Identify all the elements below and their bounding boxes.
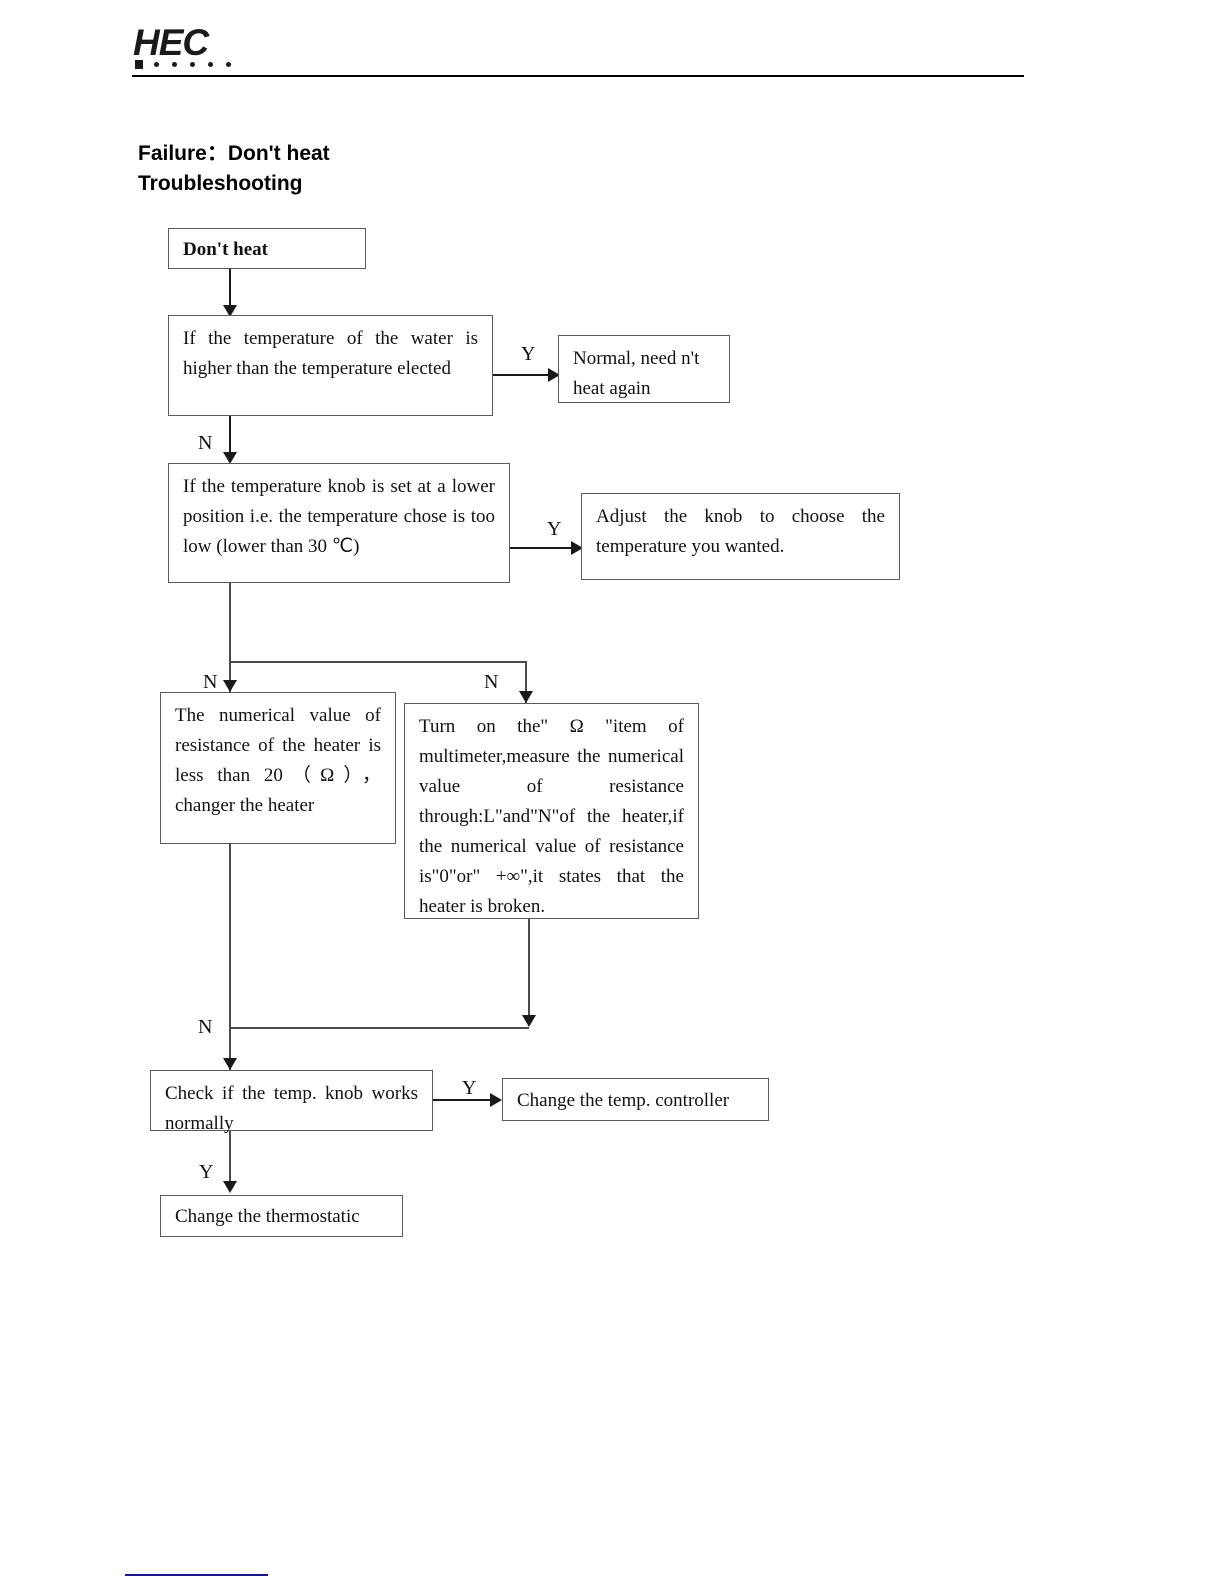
connector-multimeter-down [528, 919, 530, 1021]
node-change-controller: Change the temp. controller [502, 1078, 769, 1121]
node-resistance-low-label: The numerical value of resistance of the… [175, 705, 381, 816]
node-change-controller-label: Change the temp. controller [517, 1089, 730, 1111]
arrowhead-water-yes [548, 368, 560, 382]
logo-dots [135, 60, 241, 69]
node-measure-multimeter-label: Turn on the" Ω "item of multimeter,measu… [419, 716, 684, 917]
node-normal-no-reheat: Normal, need n't heat again [558, 335, 730, 403]
connector-water-no [229, 416, 231, 461]
page-title: Failure：Don't heat Troubleshooting [138, 142, 330, 195]
node-normal-no-reheat-label: Normal, need n't heat again [573, 348, 700, 399]
node-check-water-temperature-label: If the temperature of the water is highe… [183, 328, 478, 379]
connector-knob-no-right [525, 661, 527, 703]
edge-label-y5: Y [199, 1161, 214, 1183]
node-change-thermostatic: Change the thermostatic [160, 1195, 403, 1237]
arrowhead-knobworks-no [223, 1181, 237, 1193]
arrowhead-resistance-down [223, 1058, 237, 1070]
connector-water-yes [493, 374, 551, 376]
connector-knobworks-no [229, 1131, 231, 1188]
node-check-knob-low: If the temperature knob is set at a lowe… [168, 463, 510, 583]
edge-label-n2a: N [203, 671, 218, 693]
arrowhead-knobworks-yes [490, 1093, 502, 1107]
node-check-water-temperature: If the temperature of the water is highe… [168, 315, 493, 416]
connector-knob-yes [510, 547, 574, 549]
edge-label-n1: N [198, 432, 213, 454]
connector-knob-no-trunk [229, 583, 231, 692]
node-measure-multimeter: Turn on the" Ω "item of multimeter,measu… [404, 703, 699, 919]
connector-start-to-water [229, 269, 231, 310]
node-change-thermostatic-label: Change the thermostatic [175, 1206, 360, 1227]
edge-label-y2: Y [547, 518, 562, 540]
hec-logo: HEC [133, 24, 243, 70]
arrowhead-knob-no-left [223, 680, 237, 692]
node-adjust-knob: Adjust the knob to choose the temperatur… [581, 493, 900, 580]
edge-label-y1: Y [521, 343, 536, 365]
arrowhead-knob-no-right [519, 691, 533, 703]
logo-wordmark: HEC [133, 22, 209, 63]
node-resistance-low: The numerical value of resistance of the… [160, 692, 396, 844]
connector-knob-no-split [229, 661, 527, 663]
node-start-dont-heat: Don't heat [168, 228, 366, 269]
node-adjust-knob-label: Adjust the knob to choose the temperatur… [596, 506, 885, 557]
arrowhead-multimeter-down [522, 1015, 536, 1027]
header-divider [132, 75, 1024, 77]
node-check-knob-works-label: Check if the temp. knob works normally [165, 1083, 418, 1134]
arrowhead-start-to-water [223, 305, 237, 317]
node-start-label: Don't heat [183, 238, 268, 260]
footer-divider [125, 1574, 268, 1576]
edge-label-n2b: N [484, 671, 499, 693]
node-check-knob-low-label: If the temperature knob is set at a lowe… [183, 476, 495, 557]
arrowhead-water-no [223, 452, 237, 464]
edge-label-y4: Y [462, 1077, 477, 1099]
arrowhead-knob-yes [571, 541, 583, 555]
connector-multimeter-join [229, 1027, 529, 1029]
node-check-knob-works: Check if the temp. knob works normally [150, 1070, 433, 1134]
connector-knobworks-yes [433, 1099, 493, 1101]
connector-resistance-down [229, 844, 231, 1070]
edge-label-n3: N [198, 1016, 213, 1038]
